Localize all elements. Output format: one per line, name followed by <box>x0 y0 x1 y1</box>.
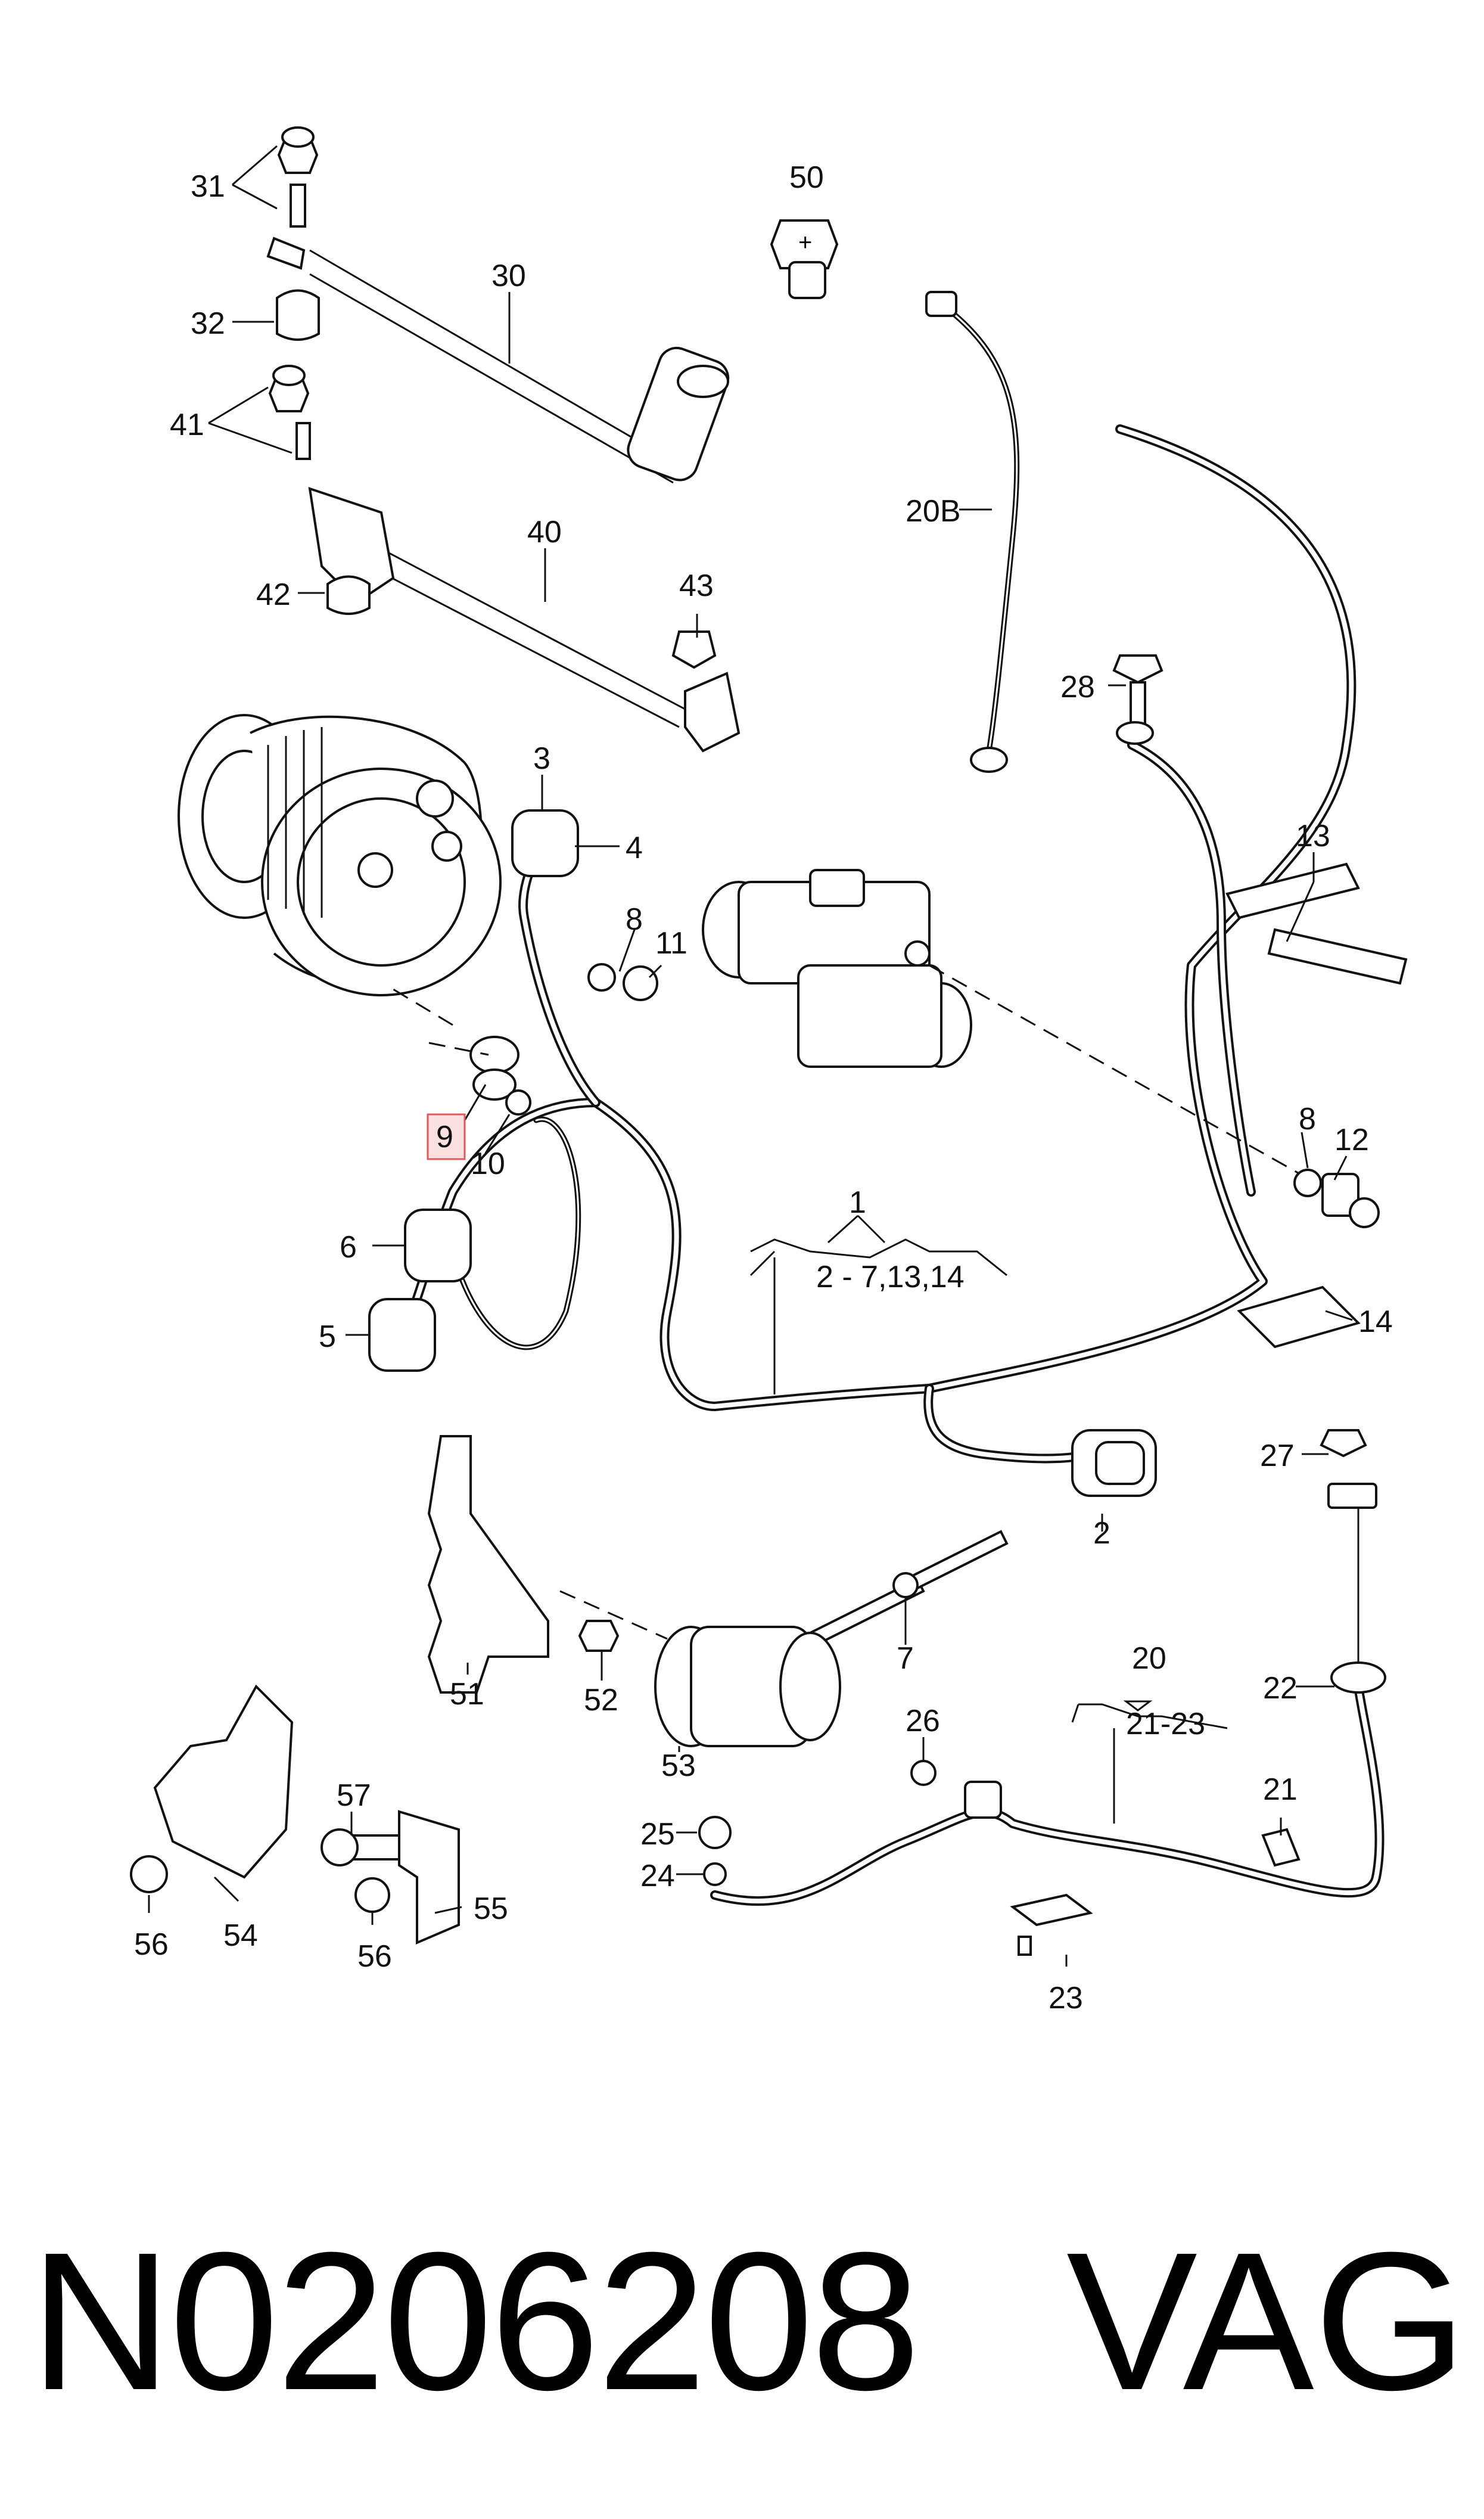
nut-24 <box>703 1862 727 1886</box>
callout-54: 54 <box>223 1918 258 1953</box>
callout-53: 53 <box>661 1748 696 1783</box>
callout-43: 43 <box>679 569 714 603</box>
callout-8a: 8 <box>626 902 643 937</box>
connector-3 <box>511 809 579 877</box>
callout-56b: 56 <box>357 1939 392 1974</box>
clip-9 <box>469 1036 519 1101</box>
callout-24: 24 <box>640 1859 675 1893</box>
nut-43 <box>671 630 717 669</box>
callout-27: 27 <box>1260 1439 1295 1473</box>
callout-13: 13 <box>1296 819 1330 853</box>
highlight-box <box>427 1113 466 1160</box>
callout-5: 5 <box>319 1319 336 1354</box>
part-number: N0206208 <box>30 2211 920 2431</box>
callout-32: 32 <box>191 306 225 341</box>
harness-1 <box>400 424 1357 1464</box>
callout-labels: 31 32 30 41 40 42 43 50 20B 28 13 3 4 8 … <box>134 160 1393 2015</box>
callout-7: 7 <box>897 1641 914 1676</box>
callout-56a: 56 <box>134 1927 169 1962</box>
callout-3: 3 <box>533 741 550 776</box>
callout-20b: 20B <box>906 494 961 529</box>
callout-57: 57 <box>337 1778 371 1813</box>
callout-1-range: 2 - 7,13,14 <box>816 1260 965 1294</box>
connector-6 <box>404 1209 472 1282</box>
alternator <box>178 714 502 996</box>
switch-12 <box>1321 1173 1380 1228</box>
cable-20b <box>925 291 1020 773</box>
cap-11 <box>623 965 658 1001</box>
callout-55: 55 <box>474 1891 508 1926</box>
callout-2: 2 <box>1093 1516 1110 1551</box>
ground-strap-30 <box>266 237 730 484</box>
brand-name: VAG <box>1066 2211 1467 2431</box>
clip-14 <box>1237 1285 1361 1349</box>
clip-21 <box>1261 1828 1301 1867</box>
starter-motor <box>702 869 972 1068</box>
callout-10: 10 <box>471 1147 505 1181</box>
callout-20: 20 <box>1132 1641 1166 1676</box>
nut-8b <box>1293 1169 1322 1197</box>
ground-strap-40 <box>308 487 741 753</box>
callout-22: 22 <box>1263 1671 1298 1706</box>
callout-8b: 8 <box>1299 1102 1316 1136</box>
nut-56b <box>354 1877 390 1913</box>
callout-50: 50 <box>789 160 824 195</box>
callout-52: 52 <box>584 1683 618 1717</box>
connector-2 <box>1071 1429 1157 1497</box>
bracket-54 <box>153 1684 294 1879</box>
callout-14: 14 <box>1358 1304 1393 1339</box>
nut-52 <box>578 1620 620 1652</box>
nut-56a <box>130 1855 168 1893</box>
bolt-50: + <box>770 219 839 299</box>
callout-23: 23 <box>1049 1981 1083 2015</box>
nut-10 <box>505 1089 531 1116</box>
bracket-51 <box>427 1435 549 1694</box>
callout-42: 42 <box>256 577 291 612</box>
clip-13 <box>1225 862 1408 985</box>
cable-tie-7 <box>808 1530 1009 1647</box>
callout-11: 11 <box>655 926 687 961</box>
callout-12: 12 <box>1334 1123 1369 1157</box>
callout-51: 51 <box>450 1677 484 1712</box>
nut-26 <box>910 1760 937 1786</box>
callout-26: 26 <box>906 1704 940 1738</box>
bolt-27-stud-22 <box>1320 1429 1386 1694</box>
callout-41: 41 <box>170 408 204 442</box>
nut-41 <box>268 365 311 460</box>
leader-lines <box>148 145 1353 1967</box>
callout-30: 30 <box>491 259 526 293</box>
bracket-55 <box>398 1810 460 1945</box>
callout-21: 21 <box>1263 1772 1298 1807</box>
bolt-28 <box>1112 654 1163 745</box>
clip-42 <box>326 575 371 615</box>
parts-diagram: + <box>130 126 1408 2015</box>
svg-text:+: + <box>798 229 812 256</box>
callout-4: 4 <box>626 831 643 865</box>
callout-6: 6 <box>340 1230 357 1265</box>
clip-23 <box>1010 1893 1093 1956</box>
bolt-57 <box>321 1828 400 1866</box>
nut-8a <box>587 963 616 992</box>
callout-28: 28 <box>1060 670 1095 704</box>
callout-40: 40 <box>527 515 562 549</box>
callout-31: 31 <box>191 169 225 204</box>
callout-9: 9 <box>436 1120 453 1154</box>
cap-25 <box>698 1816 732 1849</box>
connector-5 <box>368 1298 436 1372</box>
cable-20 <box>710 1682 1385 1906</box>
callout-1: 1 <box>849 1185 866 1220</box>
clip-32 <box>276 289 320 341</box>
grommet-53 <box>654 1626 841 1747</box>
callout-20-range: 21-23 <box>1126 1707 1205 1741</box>
nut-31 <box>277 126 319 228</box>
callout-25: 25 <box>640 1817 675 1852</box>
